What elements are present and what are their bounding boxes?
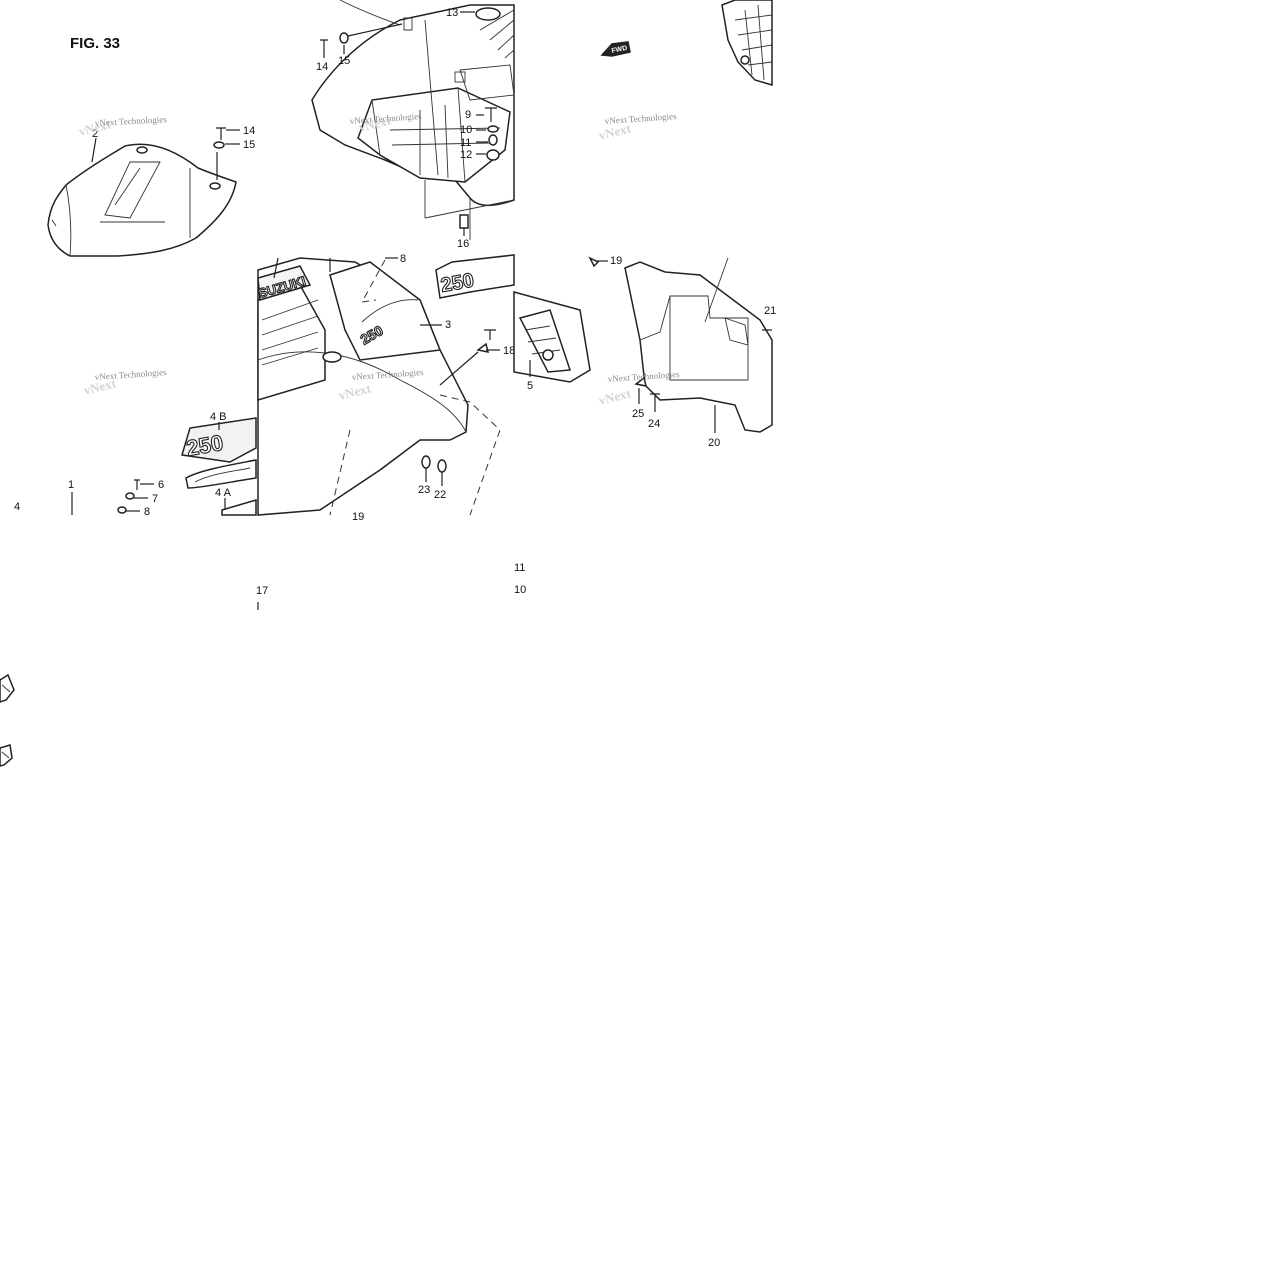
callout-3: 3 <box>445 319 451 331</box>
fwd-badge: FWD <box>611 45 628 55</box>
tile-fragment-17: 17 <box>256 585 268 610</box>
callout-10b: 10 <box>514 584 526 596</box>
callout-19b: 19 <box>352 511 364 523</box>
callout-11: 11 <box>460 137 471 149</box>
callout-19: 19 <box>610 255 622 267</box>
callout-21: 21 <box>764 305 776 317</box>
callout-23: 23 <box>418 484 430 496</box>
figure-title: FIG. 33 <box>70 35 120 52</box>
svg-text:vNext: vNext <box>597 385 633 408</box>
tile-side-panel: 5 19 21 20 25 24 vNext vNext Technologie… <box>513 255 776 449</box>
tile-front-fender: 250 SUZUKI 8 3 250 18 23 22 19 vNext vNe… <box>256 253 515 523</box>
callout-6: 6 <box>158 479 164 491</box>
watermark: vNext Technologies <box>94 367 167 382</box>
callout-15b: 15 <box>338 55 350 67</box>
tile-fragment-left <box>0 673 15 767</box>
callout-10: 10 <box>460 124 472 136</box>
watermark: vNext Technologies <box>95 114 168 128</box>
callout-22: 22 <box>434 489 446 501</box>
tile-emblems: 250 4 B 1 6 7 8 4 A 4 vNext vNext Techno… <box>14 367 257 518</box>
callout-4b: 4 B <box>210 411 227 423</box>
callout-12: 12 <box>460 149 472 161</box>
callout-11b: 11 <box>514 562 525 574</box>
callout-7: 7 <box>152 493 158 505</box>
tile-front-grille: FWD vNext vNext Technologies <box>597 0 773 143</box>
callout-24: 24 <box>648 418 660 430</box>
callout-8b: 8 <box>400 253 406 265</box>
callout-1: 1 <box>68 479 74 491</box>
callout-15: 15 <box>243 139 255 151</box>
callout-18: 18 <box>503 345 515 357</box>
callout-9: 9 <box>465 109 471 121</box>
callout-2: 2 <box>92 128 98 140</box>
callout-16: 16 <box>457 238 469 250</box>
callout-5: 5 <box>527 380 533 392</box>
callout-25: 25 <box>632 408 644 420</box>
watermark: vNext Technologies <box>604 111 677 126</box>
tile-fragment-11-10: 11 10 <box>514 562 526 596</box>
tile-rear-fender: 13 14 15 9 10 11 12 16 vNext vNext Techn… <box>311 0 515 250</box>
callout-8: 8 <box>144 506 150 518</box>
callout-17: 17 <box>256 585 268 597</box>
callout-13: 13 <box>446 7 458 19</box>
callout-14b: 14 <box>316 61 328 73</box>
side-panel-part <box>624 261 773 433</box>
callout-20: 20 <box>708 437 720 449</box>
callout-14: 14 <box>243 125 255 137</box>
callout-4: 4 <box>14 501 20 513</box>
seat-cover-part <box>47 143 237 257</box>
tile-seat-cover: FIG. 33 2 14 15 vNext vNext Technologies <box>47 35 255 257</box>
callout-4a: 4 A <box>215 487 232 499</box>
svg-text:250: 250 <box>439 269 476 296</box>
